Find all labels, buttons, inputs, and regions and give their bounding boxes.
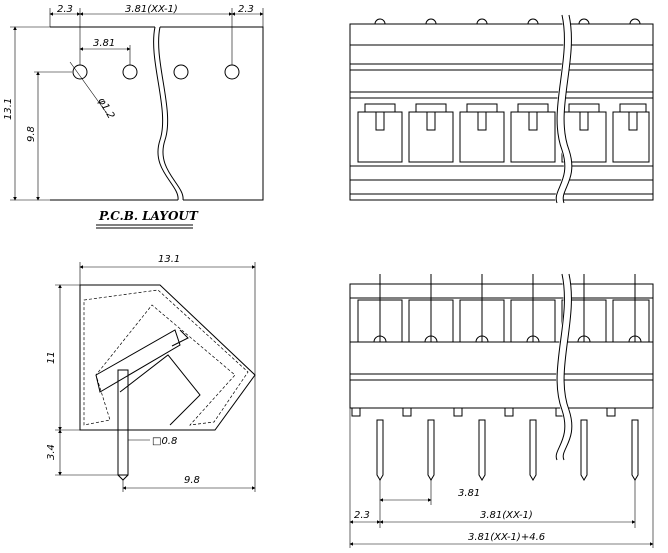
pcb-hole bbox=[173, 64, 189, 80]
side-view: 13.1 11 3.4 □0.8 9.8 bbox=[46, 254, 256, 492]
front-dim-overall: 3.81(XX-1)+4.6 bbox=[468, 532, 545, 543]
side-dim-width: 13.1 bbox=[158, 254, 180, 265]
side-dim-pin-offset: 9.8 bbox=[184, 475, 200, 486]
side-dim-pin-length: 3.4 bbox=[46, 444, 57, 460]
pcb-outline bbox=[50, 26, 264, 201]
pcb-dim-pitch-total: 3.81(XX-1) bbox=[125, 4, 178, 15]
front-dim-pitch-total: 3.81(XX-1) bbox=[480, 510, 533, 521]
side-dim-pin-section: □0.8 bbox=[152, 436, 177, 447]
pcb-dim-pitch: 3.81 bbox=[93, 38, 115, 49]
pcb-layout-title: P.C.B. LAYOUT bbox=[98, 209, 199, 223]
pcb-hole bbox=[122, 64, 138, 80]
pcb-dim-edge-right: 2.3 bbox=[238, 4, 254, 15]
pcb-layout-view: 2.3 3.81(XX-1) 2.3 3.81 φ1.2 13.1 9.8 P.… bbox=[3, 4, 264, 229]
pcb-hole bbox=[224, 64, 240, 80]
front-dim-pitch: 3.81 bbox=[458, 488, 480, 499]
side-body-outline bbox=[79, 284, 256, 431]
pcb-break-line bbox=[153, 26, 179, 201]
top-view bbox=[349, 14, 654, 205]
pcb-dim-edge-left: 2.3 bbox=[57, 4, 73, 15]
pcb-dim-hole-offset: 9.8 bbox=[26, 126, 37, 142]
pcb-break-line-2 bbox=[158, 26, 184, 201]
pcb-dim-height: 13.1 bbox=[3, 98, 14, 120]
front-view: 3.81 2.3 3.81(XX-1) 3.81(XX-1)+4.6 bbox=[349, 273, 654, 548]
side-dim-height: 11 bbox=[46, 351, 57, 364]
pcb-hole bbox=[72, 64, 88, 80]
pcb-dim-hole: φ1.2 bbox=[95, 96, 116, 121]
front-dim-edge: 2.3 bbox=[354, 510, 370, 521]
